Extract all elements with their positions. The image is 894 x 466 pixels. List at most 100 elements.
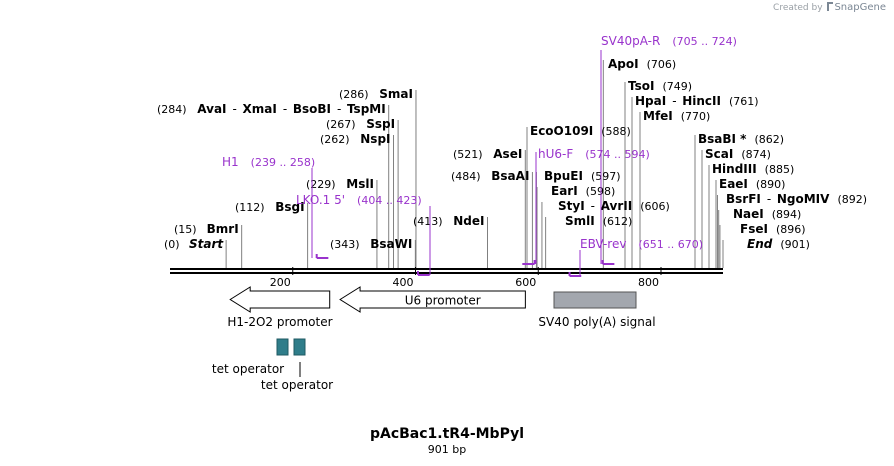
enzyme-name-ecoo109i: EcoO109I: [530, 124, 593, 138]
enzyme-name-bsabi: BsaBI *: [698, 132, 747, 146]
ruler-label-600: 600: [515, 276, 536, 289]
enzyme-position-bmri: (15): [174, 223, 197, 236]
enzyme-leader-lines: [225, 60, 724, 268]
enzyme-name-hpai: HpaI: [635, 94, 666, 108]
enzyme-position-apoi: (706): [647, 58, 677, 71]
enzyme-separator: -: [591, 199, 595, 213]
primer-name-hu6-f: hU6-F: [538, 147, 573, 161]
enzyme-position-nspi: (262): [320, 133, 350, 146]
enzyme-name-msli: MslI: [346, 177, 374, 191]
tet-operator-box-1: [293, 338, 306, 356]
plasmid-name: pAcBac1.tR4-MbPyl: [369, 426, 525, 442]
primer-name-ebv-rev: EBV-rev: [580, 237, 626, 251]
primer-range-ebv-rev: (651 .. 670): [638, 238, 703, 251]
enzyme-name-eaei: EaeI: [719, 177, 748, 191]
enzyme-name-bsgi: BsgI: [275, 200, 304, 214]
enzyme-position-smli: (612): [603, 215, 633, 228]
primer-range-sv40pa-r: (705 .. 724): [672, 35, 737, 48]
enzyme-name-tsoi: TsoI: [628, 79, 654, 93]
enzyme-name-smli: SmlI: [565, 214, 595, 228]
credit-text: Created by: [773, 3, 823, 13]
enzyme-separator: -: [283, 102, 287, 116]
ruler-label-200: 200: [270, 276, 291, 289]
enzyme-position-tsoi: (749): [662, 80, 692, 93]
tet-operator-label-0: tet operator: [212, 362, 284, 376]
enzyme-separator: -: [233, 102, 237, 116]
enzyme-name-asei: AseI: [493, 147, 522, 161]
enzyme-name-apoi: ApoI: [608, 57, 639, 71]
enzyme-position-hindiii: (885): [765, 163, 795, 176]
primer-name-sv40pa-r: SV40pA-R: [601, 34, 660, 48]
enzyme-separator: -: [337, 102, 341, 116]
feature-arrow-h1-2o2-promoter-0: [229, 286, 331, 313]
tet-operator-label-1: tet operator: [261, 378, 333, 392]
enzyme-name-scai: ScaI: [705, 147, 733, 161]
enzyme-name-start: Start: [189, 237, 224, 251]
credit-brand: SnapGene: [834, 2, 886, 13]
enzyme-position-start: (0): [164, 238, 180, 251]
feature-label-u6-promoter-1: U6 promoter: [405, 294, 481, 308]
enzyme-position-styi: (606): [640, 200, 670, 213]
enzyme-name-avrii: AvrII: [601, 199, 633, 213]
dna-backbone: [170, 268, 723, 274]
enzyme-name-mfei: MfeI: [643, 109, 673, 123]
primer-range-lko-1-5: (404 .. 423): [357, 194, 422, 207]
enzyme-name-naei: NaeI: [733, 207, 764, 221]
feature-label-sv40-poly-a-signal-2: SV40 poly(A) signal: [538, 315, 655, 329]
enzyme-position-ecoo109i: (588): [601, 125, 631, 138]
enzyme-position-bsawi: (343): [330, 238, 360, 251]
enzyme-position-asei: (521): [453, 148, 483, 161]
enzyme-position-fsei: (896): [776, 223, 806, 236]
enzyme-position-hpai: (761): [729, 95, 759, 108]
primer-name-h1: H1: [222, 155, 239, 169]
enzyme-name-ndei: NdeI: [453, 214, 484, 228]
ruler-label-400: 400: [393, 276, 414, 289]
enzyme-name-fsei: FseI: [740, 222, 768, 236]
enzyme-position-mfei: (770): [681, 110, 711, 123]
enzyme-position-eari: (598): [586, 185, 616, 198]
snapgene-logo-icon: [827, 2, 834, 11]
primer-range-hu6-f: (574 .. 594): [585, 148, 650, 161]
enzyme-name-hindiii: HindIII: [712, 162, 757, 176]
enzyme-name-bsrfi: BsrFI: [726, 192, 761, 206]
enzyme-separator: -: [767, 192, 771, 206]
enzyme-position-scai: (874): [741, 148, 771, 161]
enzyme-name-bmri: BmrI: [207, 222, 239, 236]
enzyme-name-bsawi: BsaWI: [370, 237, 412, 251]
enzyme-name-avai: AvaI: [197, 102, 226, 116]
enzyme-position-bsrfi: (892): [837, 193, 867, 206]
enzyme-position-bsaai: (484): [451, 170, 481, 183]
ruler-label-800: 800: [638, 276, 659, 289]
enzyme-position-bsgi: (112): [235, 201, 265, 214]
enzyme-position-naei: (894): [772, 208, 802, 221]
enzyme-name-eari: EarI: [551, 184, 578, 198]
feature-label-h1-2o2-promoter-0: H1-2O2 promoter: [227, 315, 332, 329]
enzyme-position-bsabi: (862): [754, 133, 784, 146]
primer-range-h1: (239 .. 258): [251, 156, 316, 169]
enzyme-name-hincii: HincII: [682, 94, 721, 108]
enzyme-position-ndei: (413): [413, 215, 443, 228]
enzyme-name-tspmi: TspMI: [347, 102, 386, 116]
enzyme-position-sspi: (267): [326, 118, 356, 131]
primer-name-lko-1-5: LKO.1 5': [296, 193, 345, 207]
primers: H1 (239 .. 258) LKO.1 5' (404 .. 423) hU6-F (…: [222, 34, 737, 277]
enzyme-name-styi: StyI: [558, 199, 585, 213]
enzyme-position-eaei: (890): [756, 178, 786, 191]
ruler: 200 400 600 800: [270, 267, 662, 289]
enzyme-position-end: (901): [780, 238, 810, 251]
enzyme-position-avai: (284): [157, 103, 187, 116]
enzyme-name-sspi: SspI: [366, 117, 395, 131]
enzyme-position-smai: (286): [339, 88, 369, 101]
enzyme-separator: -: [672, 94, 676, 108]
enzyme-name-bpuei: BpuEI: [544, 169, 583, 183]
feature-box-sv40-poly-a-signal-2: [553, 291, 637, 309]
enzyme-name-smai: SmaI: [379, 87, 413, 101]
enzyme-position-msli: (229): [306, 178, 336, 191]
enzyme-name-ngomiv: NgoMIV: [777, 192, 830, 206]
enzyme-name-nspi: NspI: [360, 132, 390, 146]
snapgene-credit: Created by SnapGene: [773, 2, 886, 13]
plasmid-size: 901 bp: [427, 443, 467, 456]
enzyme-name-end: End: [747, 237, 773, 251]
